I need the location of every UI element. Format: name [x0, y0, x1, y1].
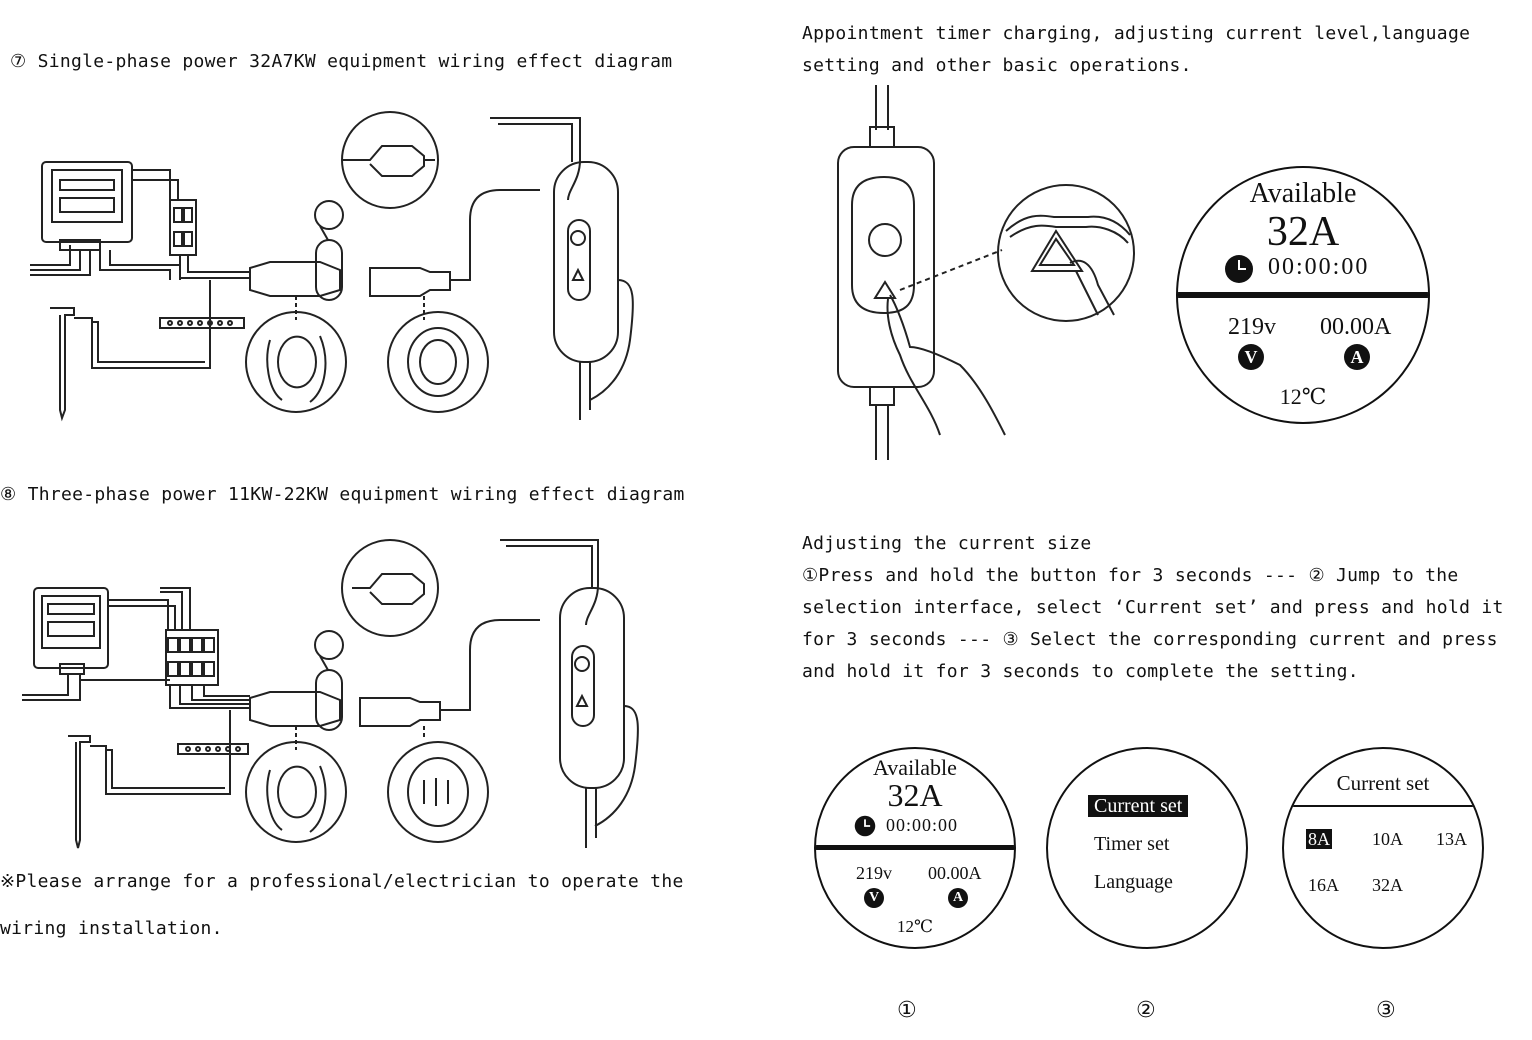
adjust-line: for 3 seconds --- ③ Select the correspon…	[802, 629, 1498, 650]
temperature-value: 12℃	[896, 917, 934, 936]
timer-value: 00:00:00	[1268, 254, 1370, 280]
option-13a[interactable]: 13A	[1436, 829, 1467, 849]
adjust-line: ①Press and hold the button for 3 seconds…	[802, 565, 1459, 586]
menu-item-language[interactable]: Language	[1094, 871, 1173, 893]
intro-paragraph: Appointment timer charging, adjusting cu…	[802, 18, 1502, 82]
caption-three-phase: ⑧ Three-phase power 11KW-22KW equipment …	[0, 484, 685, 505]
voltage-icon: V	[1238, 344, 1264, 370]
step3-current-set-screen: Current set 8A 10A 13A 16A 32A	[1282, 747, 1484, 949]
step-number-1: ①	[897, 998, 917, 1023]
menu-item-timer-set[interactable]: Timer set	[1094, 833, 1170, 855]
option-32a[interactable]: 32A	[1372, 875, 1403, 895]
temperature-value: 12℃	[1279, 384, 1327, 409]
voltage-icon: V	[864, 886, 884, 908]
adjust-line: and hold it for 3 seconds to complete th…	[802, 661, 1359, 682]
clock-icon	[1224, 254, 1254, 284]
voltage-value: 219v	[1228, 314, 1276, 340]
status-text: Available	[873, 755, 957, 780]
voltage-value: 219v	[856, 863, 892, 883]
three-phase-wiring-diagram	[22, 539, 639, 849]
divider-bar	[1178, 292, 1428, 298]
amps-icon: A	[1344, 344, 1370, 370]
timer-value: 00:00:00	[886, 815, 959, 835]
option-16a[interactable]: 16A	[1308, 875, 1339, 895]
divider-bar	[816, 845, 1014, 850]
controller-press-illustration	[837, 85, 1135, 460]
electrician-note-line2: wiring installation.	[0, 918, 223, 939]
adjust-heading: Adjusting the current size	[802, 533, 1092, 554]
step1-display-screen: Available 32A 00:00:00 219v 00.00A V A 1…	[814, 747, 1016, 949]
clock-icon	[854, 815, 876, 837]
status-text: Available	[1249, 178, 1357, 209]
main-display-screen: Available 32A 00:00:00 219v 00.00A V A 1…	[1176, 166, 1430, 424]
intro-line: setting and other basic operations.	[802, 55, 1192, 76]
amps-icon: A	[948, 886, 968, 908]
current-set-title: Current set	[1336, 771, 1430, 795]
amps-value: 00.00A	[1320, 314, 1392, 340]
caption-single-phase: ⑦ Single-phase power 32A7KW equipment wi…	[10, 51, 673, 72]
amps-value: 00.00A	[928, 863, 982, 883]
step-number-3: ③	[1376, 998, 1396, 1023]
adjust-line: selection interface, select ‘Current set…	[802, 597, 1504, 618]
option-10a[interactable]: 10A	[1372, 829, 1403, 849]
option-8a[interactable]: 8A	[1306, 829, 1332, 849]
step2-menu-screen: Current set Timer set Language	[1046, 747, 1248, 949]
menu-item-current-set[interactable]: Current set	[1088, 795, 1189, 818]
current-value: 32A	[1266, 209, 1340, 255]
intro-line: Appointment timer charging, adjusting cu…	[802, 23, 1471, 44]
step-number-2: ②	[1136, 998, 1156, 1023]
electrician-note-line1: ※Please arrange for a professional/elect…	[0, 871, 684, 892]
divider-line	[1284, 805, 1482, 807]
single-phase-wiring-diagram	[30, 111, 634, 422]
current-value: 32A	[887, 777, 943, 813]
adjust-paragraph: Adjusting the current size ①Press and ho…	[802, 528, 1504, 688]
